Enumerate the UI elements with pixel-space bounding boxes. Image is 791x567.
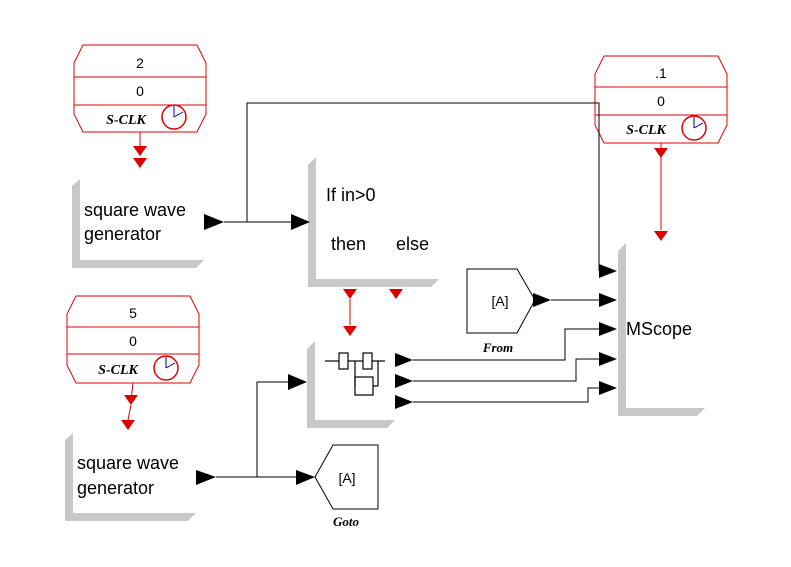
clock-block-3[interactable]: .1 0 S-CLK — [594, 55, 728, 144]
event-output-arrow — [343, 289, 357, 299]
from-block[interactable]: [A] From — [466, 268, 551, 355]
clock-label: S-CLK — [98, 363, 139, 378]
square-wave-generator-2[interactable]: square wave generator — [65, 433, 216, 521]
generator-label-line2: generator — [84, 224, 161, 244]
event-input-arrow — [121, 420, 135, 430]
if-condition-label: If in>0 — [326, 185, 376, 205]
clock-icon — [153, 355, 179, 381]
event-input-arrow — [133, 158, 147, 168]
output-port-arrow — [196, 470, 216, 485]
input-port-arrow — [599, 264, 617, 278]
input-port-arrow — [599, 322, 617, 336]
input-port-arrow — [288, 374, 307, 390]
output-port-arrow — [204, 214, 224, 230]
clock-block-2[interactable]: 5 0 S-CLK — [66, 295, 200, 384]
event-output-arrow — [654, 148, 668, 158]
generator-label-line1: square wave — [77, 453, 179, 473]
output-port-arrow — [533, 293, 551, 307]
event-output-arrow — [133, 146, 147, 156]
clock-init: 0 — [129, 333, 137, 349]
event-output-arrow — [124, 395, 138, 405]
input-port-arrow — [599, 381, 617, 395]
output-port-arrow — [395, 353, 413, 367]
input-port-arrow — [599, 293, 617, 307]
square-wave-generator-1[interactable]: square wave generator — [72, 179, 224, 268]
clock-init: 0 — [136, 83, 144, 99]
clock-block-1[interactable]: 2 0 S-CLK — [73, 44, 207, 133]
then-label: then — [331, 234, 366, 254]
input-port-arrow — [291, 214, 310, 230]
from-tag: [A] — [491, 293, 508, 309]
event-input-arrow — [343, 326, 357, 336]
event-links — [121, 132, 668, 430]
from-label: From — [482, 340, 513, 355]
output-port-arrow — [395, 374, 413, 388]
input-port-arrow — [599, 352, 617, 366]
event-input-arrow — [654, 231, 668, 241]
output-port-arrow — [395, 395, 413, 409]
clock-icon — [681, 115, 707, 141]
data-links — [216, 102, 600, 478]
clock-label: S-CLK — [626, 123, 667, 138]
clock-period: 5 — [129, 305, 137, 321]
clock-period: 2 — [136, 55, 144, 71]
mscope-label: MScope — [626, 319, 692, 339]
sample-hold-icon — [325, 352, 385, 396]
clock-icon — [161, 104, 187, 130]
else-label: else — [396, 234, 429, 254]
goto-block[interactable]: [A] Goto — [296, 444, 379, 529]
sample-hold-block[interactable] — [288, 341, 413, 428]
clock-init: 0 — [657, 93, 665, 109]
generator-label-line1: square wave — [84, 200, 186, 220]
goto-tag: [A] — [338, 470, 355, 486]
input-port-arrow — [296, 470, 315, 485]
goto-label: Goto — [333, 514, 360, 529]
clock-label: S-CLK — [106, 113, 147, 128]
generator-label-line2: generator — [77, 478, 154, 498]
mscope-block[interactable]: MScope — [599, 243, 705, 416]
event-output-arrow — [389, 289, 403, 299]
if-then-else-block[interactable]: If in>0 then else — [291, 157, 439, 287]
clock-period: .1 — [655, 65, 667, 81]
